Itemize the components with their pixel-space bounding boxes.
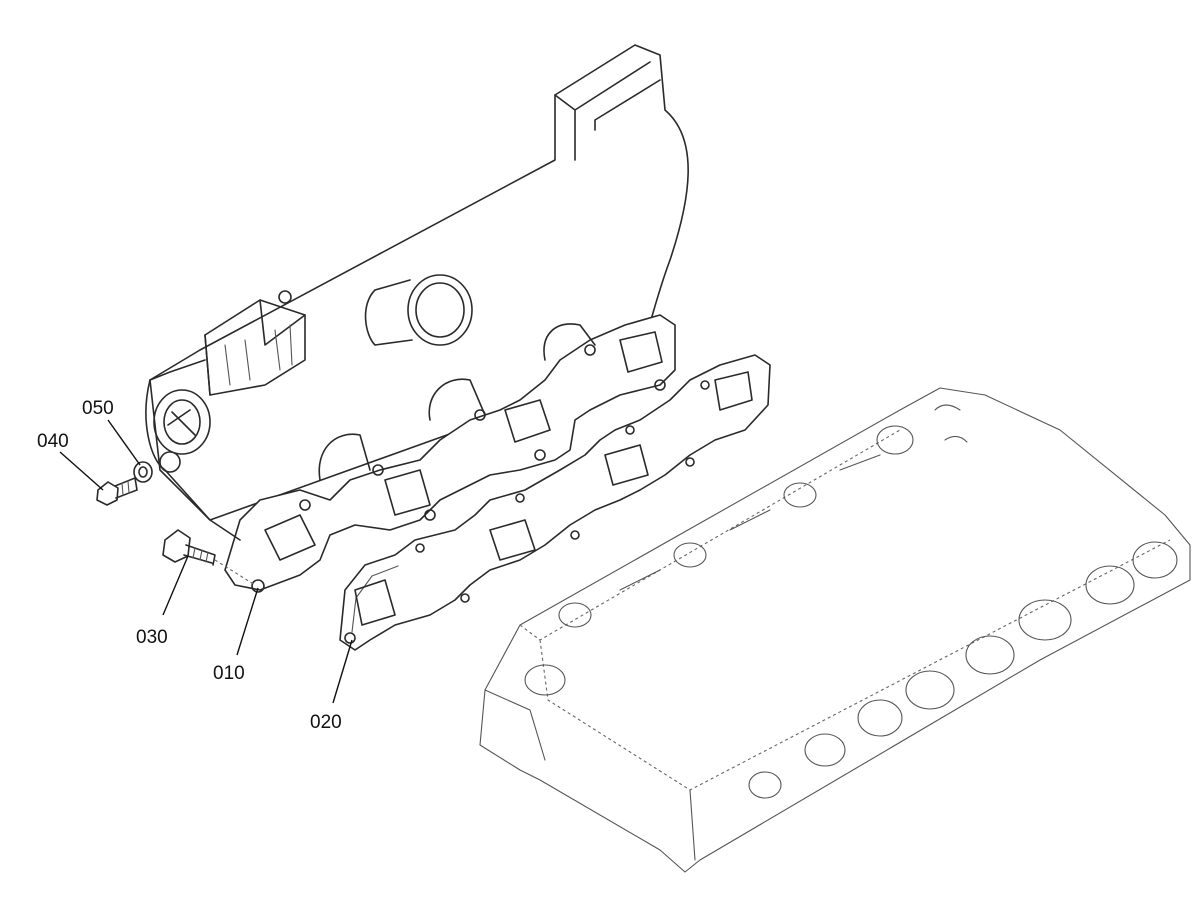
washer-050 [133,461,153,483]
exhaust-manifold [145,314,676,593]
bolt-030 [162,529,256,586]
callout-040: 040 [37,431,69,452]
callout-020: 020 [310,712,342,733]
heat-shield-cover [149,44,689,521]
leader-040 [59,451,104,491]
leader-020 [332,639,353,704]
cylinder-head [479,387,1191,873]
leader-050 [107,419,141,466]
callout-030: 030 [136,627,168,648]
leader-030 [162,555,189,616]
callout-050: 050 [82,398,114,419]
manifold-gasket [339,354,771,651]
leader-010 [236,587,259,656]
leader-lines [59,419,353,704]
callout-010: 010 [213,663,245,684]
bolt-040 [96,477,138,506]
